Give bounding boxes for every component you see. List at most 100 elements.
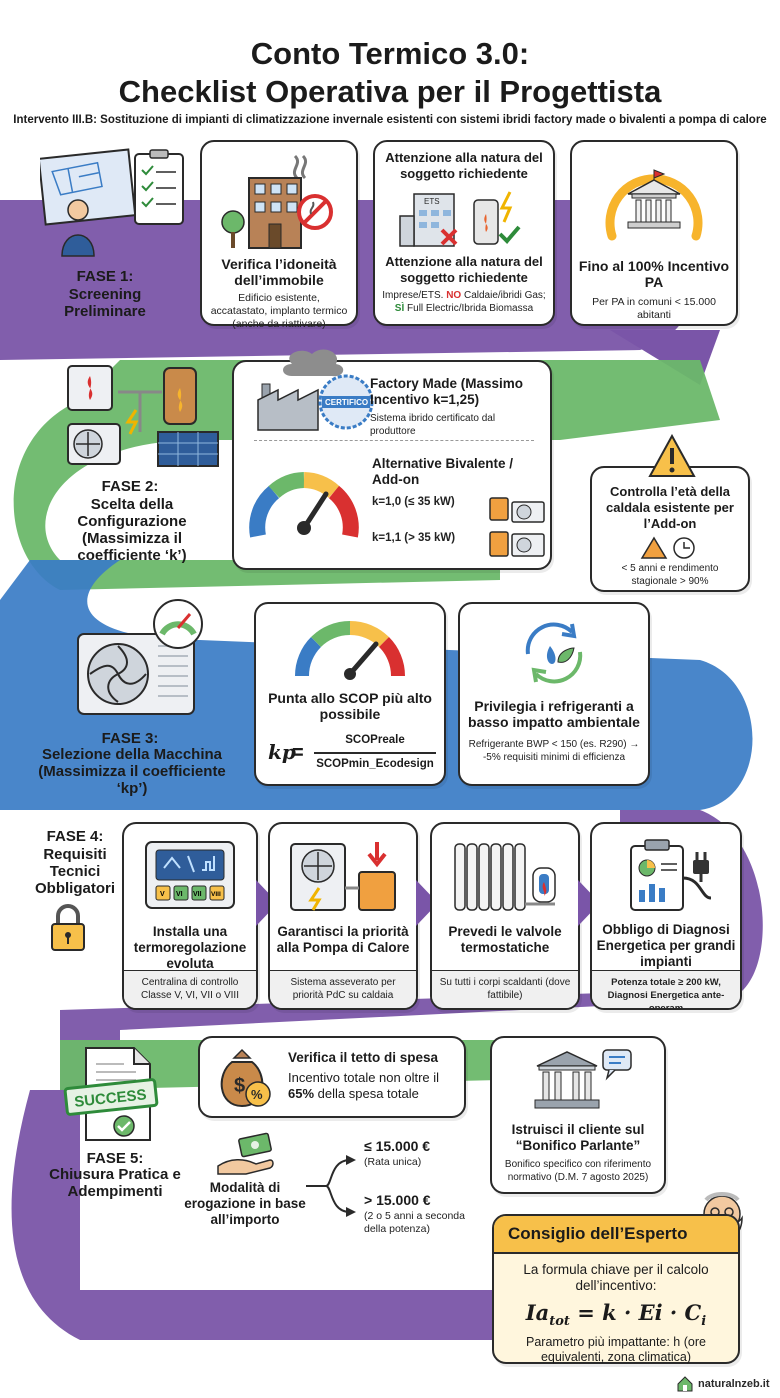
- f4c4-detail-box: Potenza totale ≥ 200 kW, Diagnosi Energe…: [592, 970, 740, 1010]
- class-vii: VII: [193, 891, 202, 898]
- fraction-bar: [314, 752, 436, 754]
- page-subtitle: Intervento III.B: Sostituzione di impian…: [13, 114, 767, 126]
- card-energy-diagnosis: Obbligo di Diagnosi Energetica per grand…: [590, 822, 742, 1010]
- chevron-arrow-3: [578, 880, 600, 926]
- card-configuration: CERTIFICO Factory Made (Massimo Incentiv…: [232, 349, 552, 570]
- scop-gauge-icon: [294, 620, 406, 680]
- phase1-label: FASE 1:: [76, 268, 134, 285]
- f4c3-title: Prevedi le valvole termostatiche: [448, 924, 562, 955]
- f4c1-text: Centralina di controllo Classe V, VI, VI…: [140, 977, 239, 1001]
- cap-text-a: Incentivo totale non oltre il: [288, 1070, 440, 1085]
- expert-param: Parametro più impattante: h (ore equival…: [526, 1335, 706, 1365]
- heatpump-boiler-priority-icon: [290, 842, 396, 911]
- f4c4-title: Obbligo di Diagnosi Energetica per grand…: [596, 922, 736, 969]
- expert-formula: Iatot = k · Ei · Ci: [494, 1300, 738, 1329]
- class-v: V: [160, 891, 165, 898]
- card-boiler-age-warning: Controlla l’età della caldala esistente …: [590, 434, 750, 592]
- card3-text: Per PA in comuni < 15.000 abitanti: [592, 296, 716, 321]
- phase2-label: FASE 2:: [101, 478, 159, 495]
- divider: [254, 440, 534, 441]
- formula-rhs-sub: i: [701, 1314, 707, 1330]
- pay-title: Modalità di erogazione in base all’impor…: [184, 1180, 306, 1227]
- success-document-icon: SUCCESS: [63, 1047, 159, 1141]
- thermostat-controller-icon: V VI VII VIII: [145, 841, 235, 909]
- cap-pct: 65%: [288, 1086, 315, 1101]
- warning-triangle-icon: [648, 434, 696, 477]
- k2-value: k=1,1 (> 35 kW): [372, 532, 456, 544]
- class-viii: VIII: [211, 891, 221, 898]
- card2-text-a: Imprese/ETS.: [382, 290, 444, 301]
- money-bag-percent-icon: $ %: [220, 1048, 271, 1108]
- phase1-name: Screening Preliminare: [64, 286, 146, 320]
- heat-pump-gauge-icon: [77, 599, 203, 715]
- bank-speech-icon: [534, 1049, 632, 1109]
- card-thermostatic-valves: Prevedi le valvole termostatiche Su tutt…: [430, 822, 580, 1010]
- k1-value: k=1,0 (≤ 35 kW): [372, 496, 455, 508]
- card2-top-title: Attenzione alla natura del soggetto rich…: [385, 150, 543, 181]
- addon-units-icon: [489, 497, 545, 557]
- card-scop: Punta allo SCOP più alto possibile kp = …: [254, 602, 446, 786]
- payment-branch-lines: [306, 1155, 356, 1217]
- cap-text-b: della spesa totale: [317, 1086, 419, 1101]
- warning-clock-icon: [640, 536, 695, 559]
- designer-blueprint-icon: [40, 148, 184, 257]
- scop-numerator: SCOPreale: [345, 734, 405, 746]
- alt-title: Alternative Bivalente / Add-on: [372, 456, 514, 487]
- card-bonifico-parlante: Istruisci il cliente sul “Bonifico Parla…: [490, 1036, 666, 1194]
- warn-text: < 5 anni e rendimento stagionale > 90%: [621, 563, 719, 587]
- phase4-name: Requisiti Tecnici Obbligatori: [35, 846, 115, 897]
- public-building-icon: [605, 169, 703, 241]
- clipboard-plug-icon: [630, 839, 712, 911]
- bank-title: Istruisci il cliente sul “Bonifico Parla…: [511, 1122, 645, 1153]
- expert-heading: Consiglio dell’Esperto: [494, 1216, 738, 1254]
- f4c4-text: Potenza totale ≥ 200 kW, Diagnosi Energe…: [607, 977, 725, 1010]
- f4c2-text: Sistema asseverato per priorità PdC su c…: [290, 977, 396, 1001]
- class-vi: VI: [176, 891, 183, 898]
- card-heatpump-priority: Garantisci la priorità alla Pompa di Cal…: [268, 822, 418, 1010]
- factory-certificate-icon: CERTIFICO: [257, 349, 374, 431]
- card2-text-c: Full Electric/Ibrida Biomassa: [407, 303, 534, 314]
- brand-logo[interactable]: naturalnzeb.it: [676, 1374, 780, 1394]
- card-subject-nature: Attenzione alla natura del soggetto rich…: [373, 140, 555, 326]
- pay2-note: (2 o 5 anni a seconda della potenza): [364, 1210, 465, 1235]
- efficiency-gauge-icon: [249, 472, 359, 538]
- card2-si: SÌ: [394, 303, 405, 314]
- f4c2-title: Garantisci la priorità alla Pompa di Cal…: [276, 924, 410, 955]
- radiator-valve-icon: [454, 843, 556, 911]
- f4c3-text: Su tutti i corpi scaldanti (dove fattibi…: [439, 977, 571, 1001]
- chevron-arrow-2: [416, 880, 438, 926]
- ets-gas-electric-icon: ETS: [399, 191, 521, 247]
- svg-text:$: $: [234, 1075, 245, 1097]
- phase5-name: Chiusura Pratica e Adempimenti: [49, 1166, 181, 1200]
- phase2-name: Scelta della Configurazione (Massimizza …: [77, 496, 187, 564]
- building-no-smoke-icon: [221, 154, 333, 249]
- cap-title: Verifica il tetto di spesa: [288, 1050, 439, 1065]
- bank-text: Bonifico specifico con riferimento norma…: [504, 1159, 652, 1183]
- f4c1-title: Installa una termoregolazione evoluta: [133, 924, 247, 971]
- pay1-amount: ≤ 15.000 €: [364, 1138, 431, 1154]
- pay1-note: (Rata unica): [364, 1156, 422, 1168]
- card-pa-incentive: Fino al 100% Incentivo PA Per PA in comu…: [570, 140, 738, 326]
- eco-refrigerant-icon: [525, 622, 583, 684]
- brand-house-icon: [677, 1376, 693, 1392]
- f4c1-detail-box: Centralina di controllo Classe V, VI, VI…: [124, 970, 256, 1008]
- card-spending-cap: $ % Verifica il tetto di spesa Incentivo…: [198, 1036, 466, 1118]
- refr-title: Privilegia i refrigeranti a basso impatt…: [468, 698, 640, 730]
- expert-intro: La formula chiave per il calcolo dell’in…: [523, 1262, 709, 1293]
- card3-title: Fino al 100% Incentivo PA: [578, 258, 730, 290]
- svg-text:%: %: [251, 1087, 263, 1102]
- cert-label: CERTIFICO: [325, 398, 368, 407]
- phase3-name: Selezione della Macchina (Massimizza il …: [38, 746, 226, 797]
- warn-title: Controlla l’età della caldala esistente …: [606, 484, 734, 531]
- card1-text: Edificio esistente, accatastato, implant…: [210, 292, 348, 330]
- page-title-line2: Checklist Operativa per il Progettista: [118, 74, 662, 109]
- card2-title: Attenzione alla natura del soggetto rich…: [385, 254, 543, 285]
- lock-icon: [51, 904, 85, 951]
- card2-text: Imprese/ETS. NO Caldaie/ibridi Gas; SÌ F…: [375, 289, 553, 315]
- formula-lhs-sub: tot: [549, 1314, 570, 1330]
- phase3-label: FASE 3:: [101, 730, 159, 747]
- scop-title: Punta allo SCOP più alto possibile: [268, 690, 432, 722]
- ets-sign: ETS: [424, 197, 440, 206]
- phase4-label: FASE 4:: [46, 828, 104, 845]
- card-building-eligibility: Verifica l’idoneità dell’immobile Edific…: [200, 140, 358, 330]
